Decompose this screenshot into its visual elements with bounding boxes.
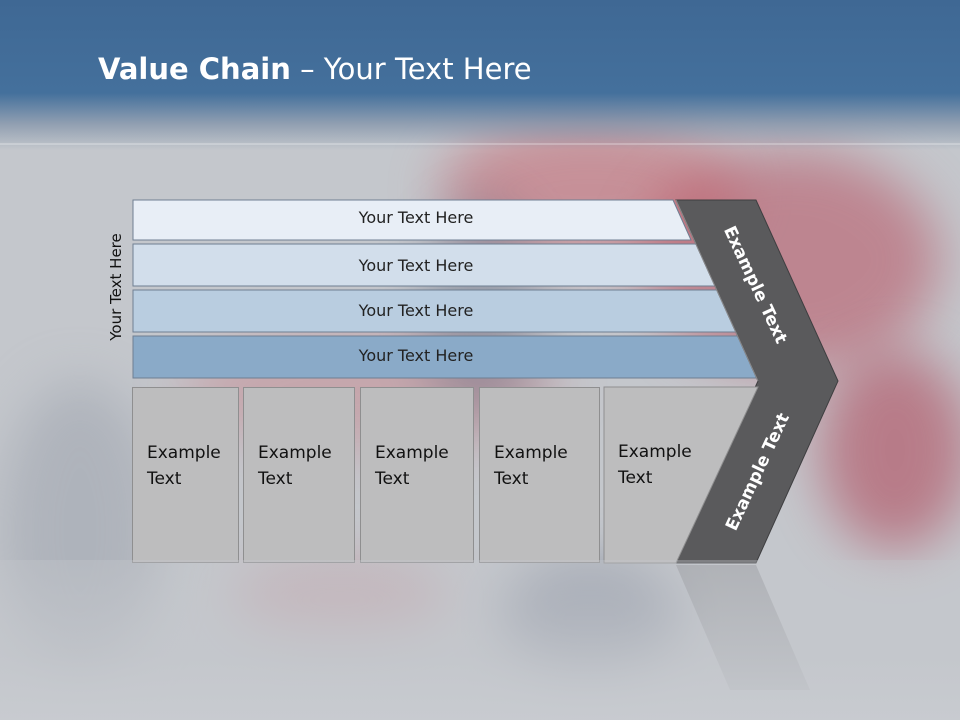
box-5-line2: Text: [618, 468, 653, 488]
box-2-line2: Text: [258, 469, 293, 489]
bar-4-label[interactable]: Your Text Here: [358, 346, 474, 365]
header-divider: [0, 143, 960, 145]
box-3-line2: Text: [375, 469, 410, 489]
header-band: [0, 0, 960, 150]
box-1-line1: Example: [147, 443, 221, 463]
box-4-line1: Example: [494, 443, 568, 463]
box-3-line1: Example: [375, 443, 449, 463]
title-bold: Value Chain: [98, 52, 291, 86]
bar-2-label[interactable]: Your Text Here: [358, 256, 474, 275]
box-5-line1: Example: [618, 442, 692, 462]
reflection-fade: [0, 560, 960, 720]
slide-title[interactable]: Value Chain – Your Text Here: [98, 52, 532, 86]
box-1-line2: Text: [147, 469, 182, 489]
title-rest: – Your Text Here: [290, 52, 532, 86]
bar-1-label[interactable]: Your Text Here: [358, 208, 474, 227]
bar-1-shape: [132, 199, 692, 241]
bar-3-label[interactable]: Your Text Here: [358, 301, 474, 320]
box-2-line1: Example: [258, 443, 332, 463]
box-4-line2: Text: [494, 469, 529, 489]
